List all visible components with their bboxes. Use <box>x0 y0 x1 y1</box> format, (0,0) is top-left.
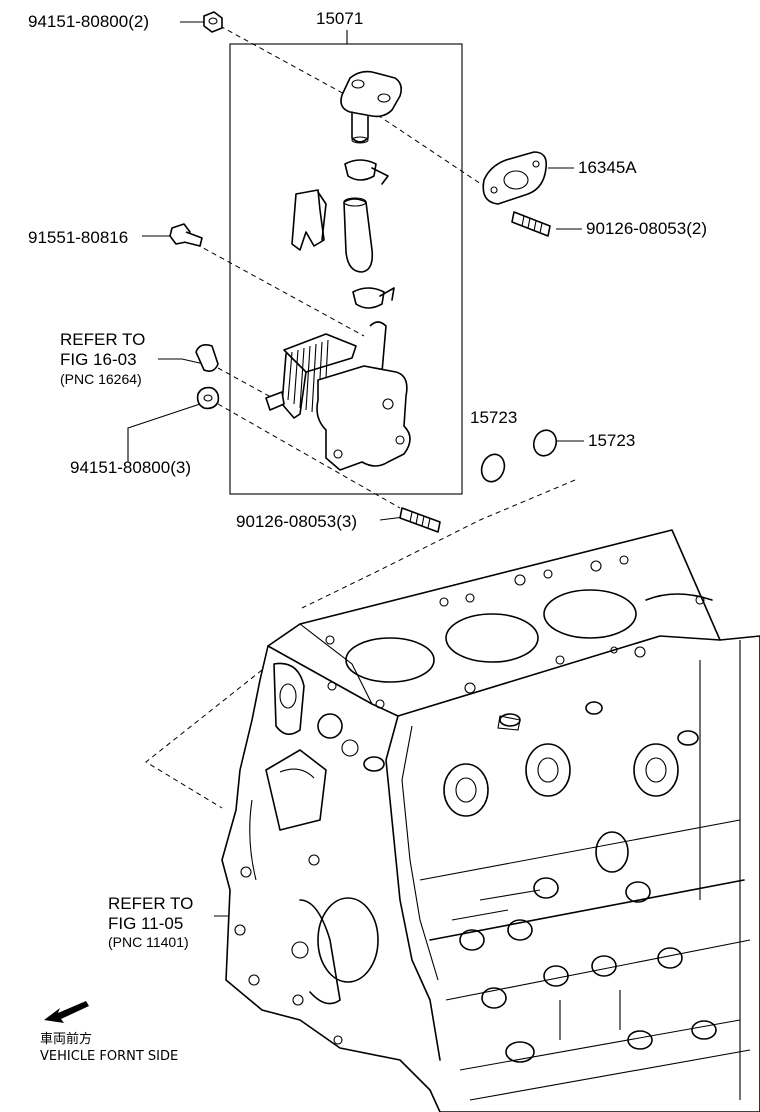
bolt-91551-80816[interactable] <box>169 223 203 247</box>
nut-94151-80800-lower[interactable] <box>196 386 220 410</box>
assembly-box-15071 <box>229 30 463 495</box>
direction-label-jp: 車両前方 <box>40 1031 92 1047</box>
hose-clamp-lower[interactable] <box>352 287 395 309</box>
oil-cooler-pipe-flange[interactable] <box>340 70 402 144</box>
gasket-16345a[interactable] <box>482 151 548 205</box>
callout-refer-fig-11-05-line2[interactable]: FIG 11-05 <box>108 914 183 933</box>
hose-bracket[interactable] <box>291 189 327 251</box>
oil-cooler-hose[interactable] <box>343 197 374 273</box>
callout-refer-fig-16-03-line2[interactable]: FIG 16-03 <box>60 350 137 369</box>
callout-refer-fig-16-03-line1[interactable]: REFER TO <box>60 330 145 349</box>
callout-15071[interactable]: 15071 <box>316 9 363 28</box>
dashed-alignment-lines <box>145 25 576 809</box>
o-ring-15723-right[interactable] <box>530 427 560 459</box>
arrow-left-down-icon <box>44 1001 89 1023</box>
cylinder-block[interactable] <box>221 529 760 1112</box>
callout-91551-80816[interactable]: 91551-80816 <box>28 228 128 247</box>
direction-label-en: VEHICLE FORNT SIDE <box>40 1049 178 1064</box>
pipe-union-16264[interactable] <box>195 344 219 372</box>
engine-oil-cooler[interactable] <box>265 321 411 471</box>
o-ring-15723-left[interactable] <box>478 451 508 485</box>
callout-16345a[interactable]: 16345A <box>578 158 637 177</box>
callout-94151-80800-2[interactable]: 94151-80800(2) <box>28 12 149 31</box>
hose-clamp-upper[interactable] <box>344 159 389 185</box>
callout-refer-fig-11-05-line1[interactable]: REFER TO <box>108 894 193 913</box>
stud-90126-08053-lower[interactable] <box>399 507 441 533</box>
callout-94151-80800-3[interactable]: 94151-80800(3) <box>70 458 191 477</box>
callout-15723-left[interactable]: 15723 <box>470 408 517 427</box>
nut-94151-80800-top[interactable] <box>203 11 223 33</box>
callout-refer-fig-11-05-line3: (PNC 11401) <box>108 934 189 950</box>
callout-90126-08053-2[interactable]: 90126-08053(2) <box>586 219 707 238</box>
callout-90126-08053-3[interactable]: 90126-08053(3) <box>236 512 357 531</box>
callout-15723-right[interactable]: 15723 <box>588 431 635 450</box>
callout-refer-fig-16-03-line3: (PNC 16264) <box>60 371 142 387</box>
stud-90126-08053-top[interactable] <box>511 211 551 237</box>
